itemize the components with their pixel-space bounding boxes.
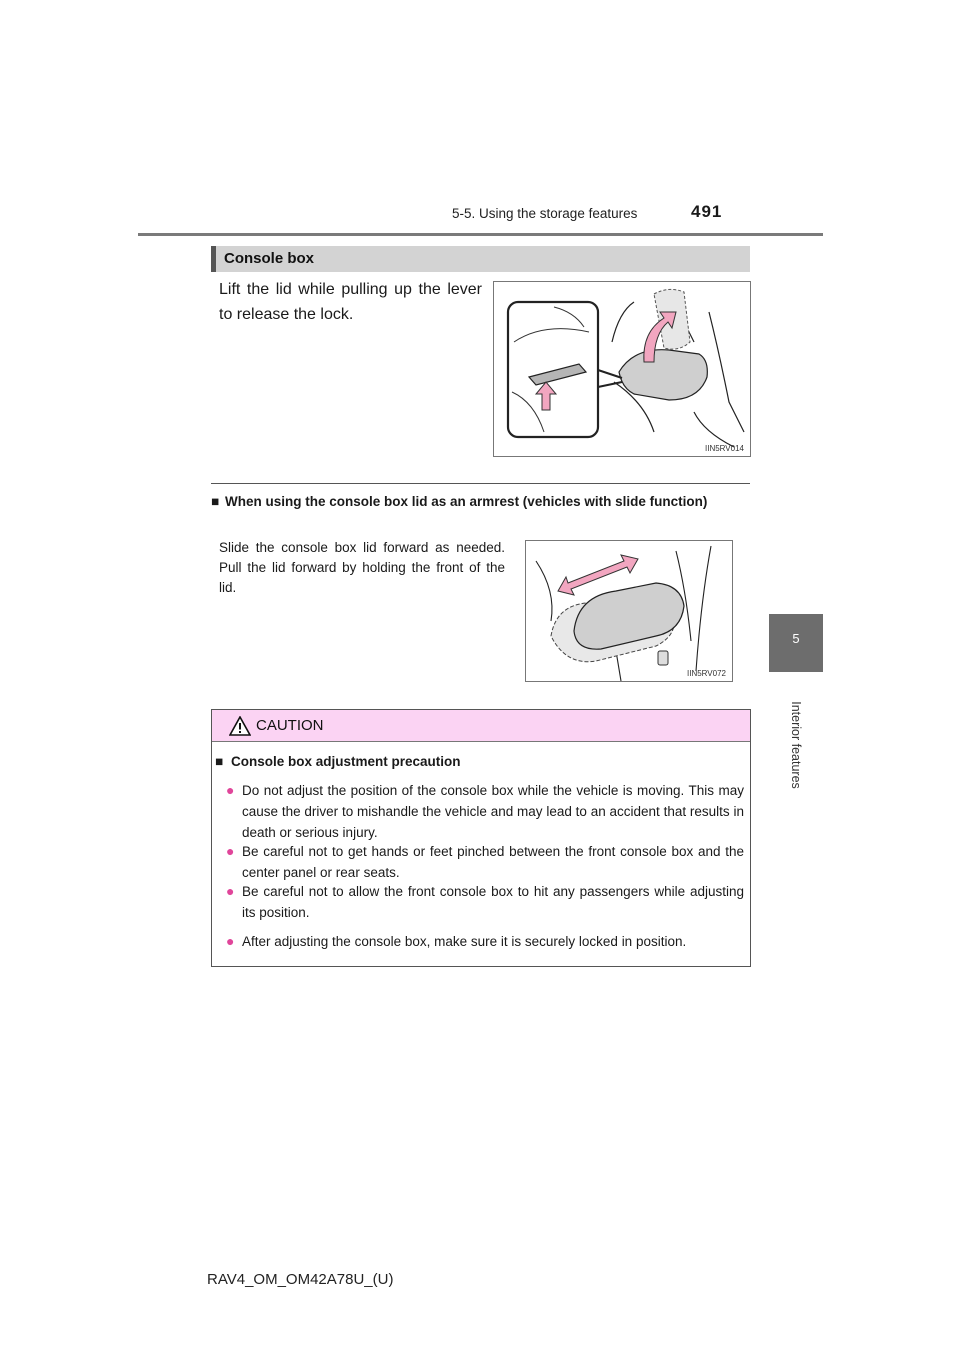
figure-1-code: IIN5RV014	[705, 444, 744, 453]
chapter-tab: 5	[769, 614, 823, 672]
armrest-subheading: ■ When using the console box lid as an ar…	[211, 491, 750, 512]
header-rule	[138, 233, 823, 236]
console-slide-illustration	[535, 545, 712, 682]
caution-box: CAUTION ■ Console box adjustment precauti…	[211, 709, 751, 967]
caution-bullet-text: Do not adjust the position of the consol…	[242, 783, 744, 840]
caution-subheading-marker: ■	[215, 754, 224, 769]
caution-subheading-text: Console box adjustment precaution	[231, 754, 461, 769]
console-lid-illustration	[506, 288, 745, 448]
figure-console-slide: IIN5RV072	[525, 540, 733, 682]
instruction-text-2: Slide the console box lid forward as nee…	[219, 540, 505, 595]
bullet-dot: ●	[226, 782, 235, 798]
chapter-label: Interior features	[789, 700, 803, 789]
section-title: 5-5. Using the storage features	[452, 206, 638, 221]
chapter-number: 5	[792, 631, 800, 646]
caution-bullet: ● Do not adjust the position of the cons…	[226, 780, 744, 843]
caution-subheading: ■ Console box adjustment precaution	[215, 754, 461, 769]
heading-marker	[211, 246, 216, 272]
bullet-dot: ●	[226, 843, 235, 859]
chapter-label-wrap: Interior features	[769, 672, 823, 817]
caution-title: CAUTION	[256, 717, 324, 734]
subheading-marker: ■	[211, 494, 220, 509]
section-divider	[211, 483, 750, 484]
caution-bullet-text: Be careful not to get hands or feet pinc…	[242, 844, 744, 880]
caution-bullet: ● Be careful not to get hands or feet pi…	[226, 841, 744, 883]
caution-bullet: ● Be careful not to allow the front cons…	[226, 881, 744, 923]
bullet-dot: ●	[226, 933, 235, 949]
figure-2-code: IIN5RV072	[687, 669, 726, 678]
bullet-dot: ●	[226, 883, 235, 899]
caution-bullet: ● After adjusting the console box, make …	[226, 931, 744, 952]
section-heading-bar: Console box	[211, 246, 750, 272]
caution-bullet-text: After adjusting the console box, make su…	[242, 934, 687, 949]
armrest-subheading-text: When using the console box lid as an arm…	[225, 494, 708, 509]
page-number: 491	[691, 202, 723, 221]
section-heading: Console box	[224, 250, 315, 267]
figure-console-lid-open: IIN5RV014	[493, 281, 751, 457]
caution-bullet-text: Be careful not to allow the front consol…	[242, 884, 744, 920]
warning-icon	[229, 716, 251, 736]
caution-header: CAUTION	[212, 710, 750, 742]
instruction-text-1: Lift the lid while pulling up the lever …	[219, 281, 482, 323]
document-code: RAV4_OM_OM42A78U_(U)	[207, 1271, 394, 1288]
